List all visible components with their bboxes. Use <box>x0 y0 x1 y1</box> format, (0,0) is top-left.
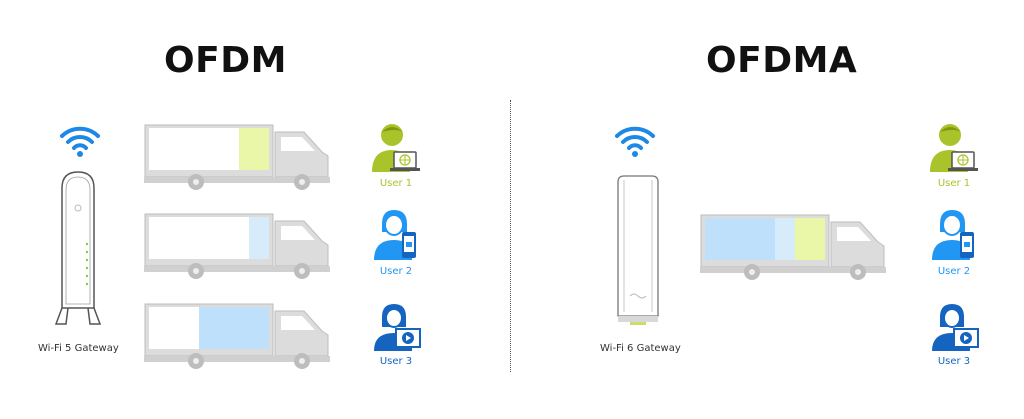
ofdma-title: OFDMA <box>706 40 858 81</box>
cargo-user2 <box>249 217 269 259</box>
user1-label: User 1 <box>379 178 413 189</box>
wifi6-gateway-router <box>617 175 659 325</box>
wifi5-gateway-label: Wi-Fi 5 Gateway <box>38 343 119 354</box>
wifi5-gateway-router <box>54 171 102 325</box>
user2-label: User 2 <box>379 266 413 277</box>
truck-user3 <box>144 303 330 369</box>
wifi6-gateway-label: Wi-Fi 6 Gateway <box>600 343 681 354</box>
section-divider <box>510 100 511 372</box>
user1-label: User 1 <box>937 178 971 189</box>
user3-label: User 3 <box>937 356 971 367</box>
wifi-icon <box>60 126 100 157</box>
user3-monitor-play-icon <box>374 304 421 351</box>
wifi-icon <box>615 126 655 157</box>
cargo-user3 <box>199 307 269 349</box>
user2-phone-icon <box>932 210 974 260</box>
user3-label: User 3 <box>379 356 413 367</box>
user1-laptop-icon <box>930 124 978 172</box>
cargo-user1 <box>239 128 269 170</box>
cargo-user3 <box>705 218 775 260</box>
truck-user1 <box>144 124 330 190</box>
cargo-user2 <box>775 218 795 260</box>
truck-shared <box>700 214 886 280</box>
truck-user2 <box>144 213 330 279</box>
user1-laptop-icon <box>372 124 420 172</box>
user2-phone-icon <box>374 210 416 260</box>
user2-label: User 2 <box>937 266 971 277</box>
ofdm-title: OFDM <box>164 40 287 81</box>
user3-monitor-play-icon <box>932 304 979 351</box>
cargo-user1 <box>795 218 825 260</box>
